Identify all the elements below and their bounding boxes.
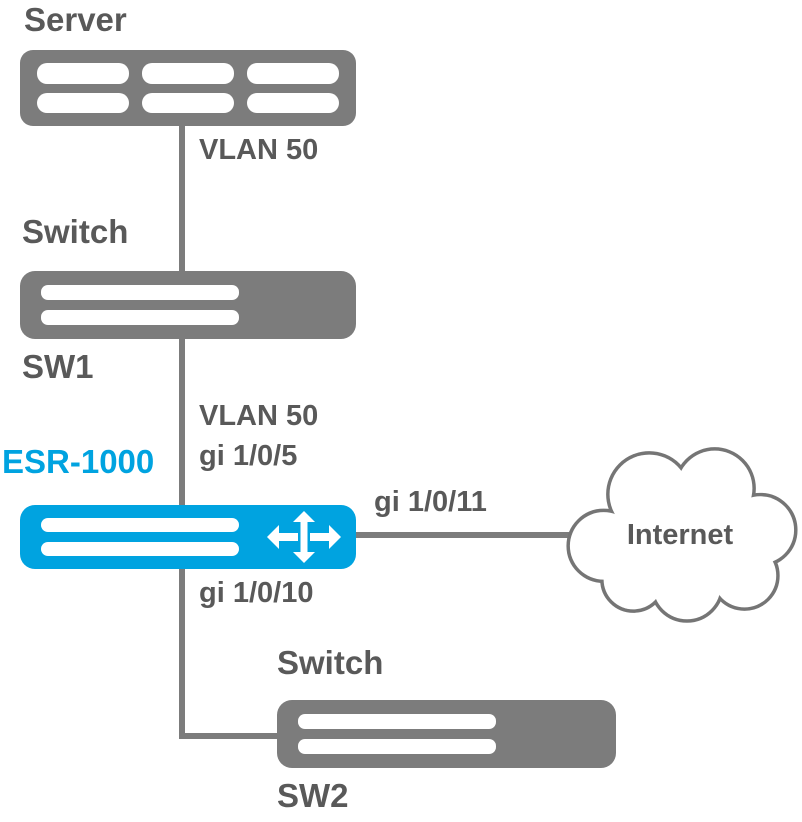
router-port-bar — [41, 542, 239, 556]
server-slot — [37, 63, 129, 84]
link-esr-sw2-vertical — [179, 569, 185, 739]
server-node — [20, 50, 356, 126]
link-server-sw1-label: VLAN 50 — [199, 134, 319, 166]
esr-port-gi-1-0-11-label: gi 1/0/11 — [374, 486, 487, 518]
router-arrows-icon — [267, 511, 341, 563]
sw1-switch-node — [20, 271, 356, 339]
server-slot — [142, 63, 234, 84]
link-sw1-esr — [179, 338, 185, 507]
link-server-sw1 — [179, 124, 185, 273]
link-esr-internet — [356, 532, 572, 538]
switch-port-bar — [298, 714, 496, 729]
cloud-icon — [566, 447, 798, 623]
sw1-title: Switch — [22, 213, 129, 250]
sw2-name: SW2 — [277, 777, 349, 814]
router-port-bar — [41, 518, 239, 532]
esr-port-gi-1-0-10-label: gi 1/0/10 — [199, 577, 314, 609]
esr-router-node — [20, 505, 356, 569]
server-slot — [142, 92, 234, 113]
sw2-switch-node — [277, 700, 616, 768]
server-slot — [37, 92, 129, 113]
link-esr-sw2-horizontal — [179, 733, 279, 739]
server-title: Server — [24, 1, 127, 38]
switch-port-bar — [41, 310, 239, 325]
sw2-title: Switch — [277, 644, 384, 681]
esr-name: ESR-1000 — [2, 443, 155, 480]
server-slot — [247, 92, 339, 113]
server-slot — [247, 63, 339, 84]
internet-label: Internet — [626, 519, 734, 551]
switch-port-bar — [41, 285, 239, 300]
sw1-name: SW1 — [22, 348, 94, 385]
esr-port-gi-1-0-5-label: gi 1/0/5 — [199, 440, 298, 472]
internet-cloud: Internet — [558, 428, 802, 634]
switch-port-bar — [298, 739, 496, 754]
link-sw1-esr-vlan-label: VLAN 50 — [199, 400, 319, 432]
